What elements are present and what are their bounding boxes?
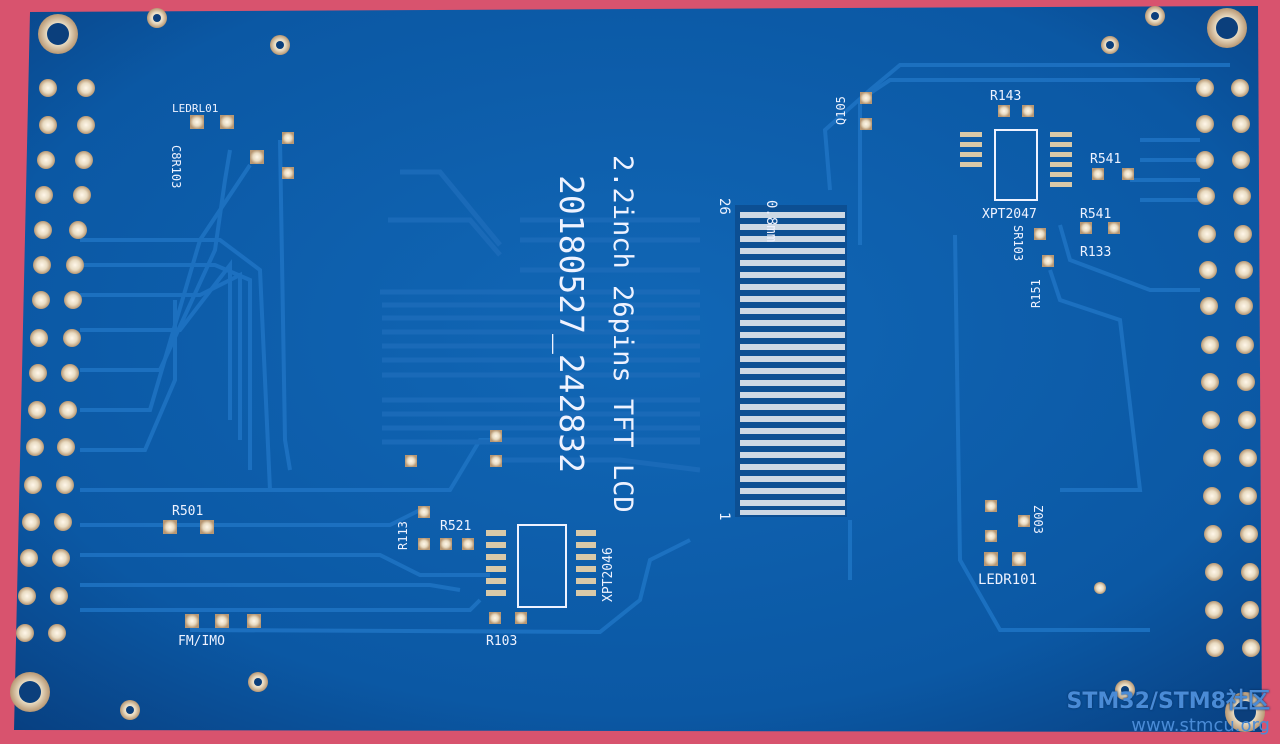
main-title-line2: 2.2inch 26pins TFT LCD [607, 155, 638, 513]
label-r133: R133 [1080, 245, 1111, 260]
smd-pads [163, 92, 1134, 628]
mounting-holes [10, 6, 1265, 732]
pin-1-label: 1 [716, 512, 732, 520]
label-r501: R501 [172, 504, 203, 519]
label-ledr101: LEDR101 [978, 572, 1037, 588]
left-header-pins [16, 79, 95, 642]
label-xpt2046: XPT2046 [601, 547, 616, 602]
label-r151: R151 [1029, 279, 1043, 308]
center-traces [380, 169, 701, 473]
label-z003: Z003 [1031, 505, 1045, 534]
left-traces [80, 139, 691, 635]
watermark-title: STM32/STM8社区 [1066, 689, 1270, 714]
label-c8r103: C8R103 [169, 145, 183, 188]
right-traces [822, 63, 1230, 632]
watermark-url: www.stmcu.org [1131, 715, 1270, 736]
label-r541b: R541 [1080, 207, 1111, 222]
board-outline [14, 6, 1262, 732]
label-r541a: R541 [1090, 152, 1121, 167]
pitch-label: 0.8mm [763, 200, 779, 242]
fpc-pads [740, 212, 845, 515]
main-title-line1: 20180527_242832 [551, 175, 591, 473]
label-r103: R103 [486, 634, 517, 649]
label-xpt2047: XPT2047 [982, 207, 1037, 222]
label-q105: Q105 [834, 96, 848, 125]
silkscreen-labels: 20180527_242832 2.2inch 26pins TFT LCD 0… [169, 89, 1121, 649]
xpt2047-chip [960, 129, 1072, 201]
pin-26-label: 26 [716, 198, 732, 215]
label-r143: R143 [990, 89, 1021, 104]
watermark: STM32/STM8社区 www.stmcu.org [1067, 683, 1270, 736]
label-r113: R113 [396, 521, 410, 550]
right-header-pins [1196, 79, 1260, 657]
label-r521: R521 [440, 519, 471, 534]
label-ledrl01: LEDRL01 [172, 102, 218, 115]
xpt2046-chip [486, 524, 596, 608]
label-sr103: SR103 [1011, 225, 1025, 261]
label-fm-imo: FM/IMO [178, 634, 225, 649]
